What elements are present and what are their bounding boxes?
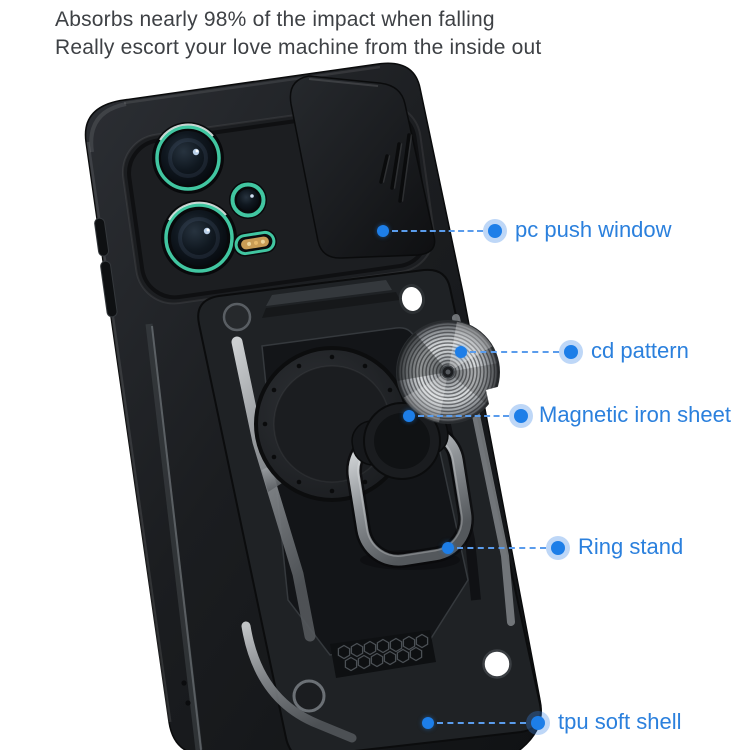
- callout-label: cd pattern: [591, 337, 689, 363]
- callout-anchor-dot: [377, 225, 389, 237]
- camera-lens-small: [229, 181, 267, 219]
- header-line-1: Absorbs nearly 98% of the impact when fa…: [55, 8, 495, 31]
- callout-anchor-dot: [403, 410, 415, 422]
- callout-marker-dot: [509, 404, 533, 428]
- header-line-2: Really escort your love machine from the…: [55, 36, 542, 59]
- callout-label: pc push window: [515, 216, 672, 242]
- callout-leader-line: [470, 351, 559, 353]
- callout-marker-dot: [483, 219, 507, 243]
- honeycomb-pattern: [330, 630, 436, 678]
- callout-anchor-dot: [442, 542, 454, 554]
- cd-pattern-disc: [396, 320, 501, 424]
- callout-anchor-dot: [455, 346, 467, 358]
- callout-leader-line: [437, 722, 526, 724]
- cover-grip-lines: [379, 133, 411, 203]
- screw-holes: [222, 284, 512, 713]
- side-buttons: [94, 217, 118, 318]
- callout-leader-line: [418, 415, 509, 417]
- callout-leader-line: [392, 230, 483, 232]
- camera-lens-bottom: [161, 200, 237, 276]
- callout-marker-dot: [546, 536, 570, 560]
- callout-anchor-dot: [422, 717, 434, 729]
- callout-label: Magnetic iron sheet: [539, 401, 731, 427]
- callout-leader-line: [457, 547, 546, 549]
- callout-marker-dot: [526, 711, 550, 735]
- callout-label: tpu soft shell: [558, 708, 682, 734]
- callout-marker-dot: [559, 340, 583, 364]
- ring-hinge: [351, 402, 449, 480]
- header-text: Absorbs nearly 98% of the impact when fa…: [55, 6, 541, 62]
- push-window-cover: [289, 75, 436, 259]
- flash-led: [233, 229, 277, 257]
- camera-lens-top: [152, 122, 224, 194]
- callout-label: Ring stand: [578, 533, 684, 559]
